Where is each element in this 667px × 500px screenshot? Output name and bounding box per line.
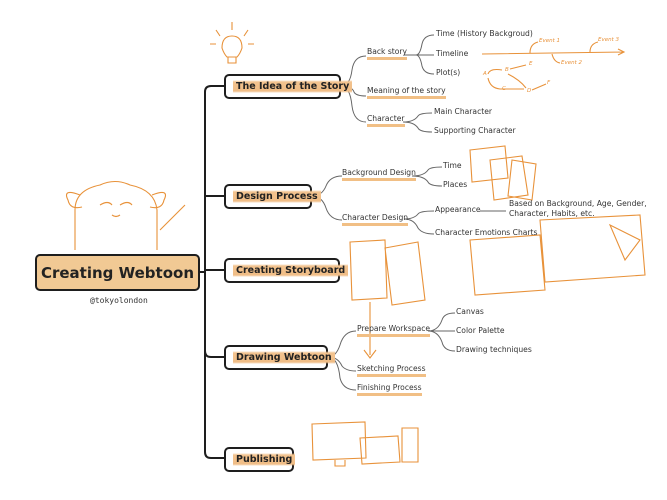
timeline-event-3: Event 3 <box>598 37 620 43</box>
hamster-mascot <box>65 180 186 250</box>
node-background-design[interactable]: Background Design <box>342 168 416 181</box>
sketch-illustrations <box>65 22 646 467</box>
leaf-main-character[interactable]: Main Character <box>434 107 493 116</box>
root-node[interactable]: Creating Webtoon <box>35 254 200 291</box>
publishing-devices <box>311 421 419 467</box>
leaf-supporting-character[interactable]: Supporting Character <box>434 126 516 135</box>
plot-node-f: F <box>547 80 551 86</box>
plot-node-b: B <box>505 67 509 73</box>
node-finishing-process[interactable]: Finishing Process <box>357 383 422 396</box>
leaf-timeline[interactable]: Timeline <box>436 49 469 58</box>
leaf-places[interactable]: Places <box>443 180 468 189</box>
timeline-event-1: Event 1 <box>539 38 561 44</box>
storyboard-sketch <box>349 239 426 359</box>
node-design-process[interactable]: Design Process <box>224 184 321 209</box>
node-publishing[interactable]: Publishing <box>224 447 296 472</box>
leaf-canvas[interactable]: Canvas <box>456 307 484 316</box>
lightbulb-icon <box>210 22 254 64</box>
plot-arrows <box>487 64 547 91</box>
leaf-plots[interactable]: Plot(s) <box>436 68 461 77</box>
node-character-design[interactable]: Character Design <box>342 213 409 226</box>
leaf-drawing-techniques[interactable]: Drawing techniques <box>456 345 532 354</box>
background-cards <box>469 145 537 201</box>
timeline-event-2: Event 2 <box>561 60 583 66</box>
plot-node-c: C <box>502 86 506 92</box>
plot-node-a: A <box>483 71 487 77</box>
node-creating-storyboard[interactable]: Creating Storyboard <box>224 258 349 283</box>
node-prepare-workspace[interactable]: Prepare Workspace <box>357 324 431 337</box>
leaf-time[interactable]: Time <box>443 161 462 170</box>
leaf-color-palette[interactable]: Color Palette <box>456 326 505 335</box>
leaf-appearance[interactable]: Appearance <box>435 205 481 214</box>
node-idea-of-story[interactable]: The Idea of the Story <box>224 74 353 99</box>
appearance-note: Based on Background, Age, Gender, Charac… <box>509 199 647 218</box>
credit-text: @tokyolondon <box>90 296 148 305</box>
emotion-charts <box>469 214 646 296</box>
node-drawing-webtoon[interactable]: Drawing Webtoon <box>224 345 335 370</box>
plot-node-d: D <box>527 88 532 94</box>
node-character[interactable]: Character <box>367 114 405 127</box>
node-meaning-of-story[interactable]: Meaning of the story <box>367 86 446 99</box>
node-back-story[interactable]: Back story <box>367 47 408 60</box>
leaf-emotion-charts[interactable]: Character Emotions Charts <box>435 228 538 237</box>
timeline-arrow <box>481 41 626 64</box>
node-sketching-process[interactable]: Sketching Process <box>357 364 426 377</box>
plot-node-e: E <box>529 61 533 67</box>
leaf-time-history[interactable]: Time (History Backgroud) <box>436 29 533 38</box>
